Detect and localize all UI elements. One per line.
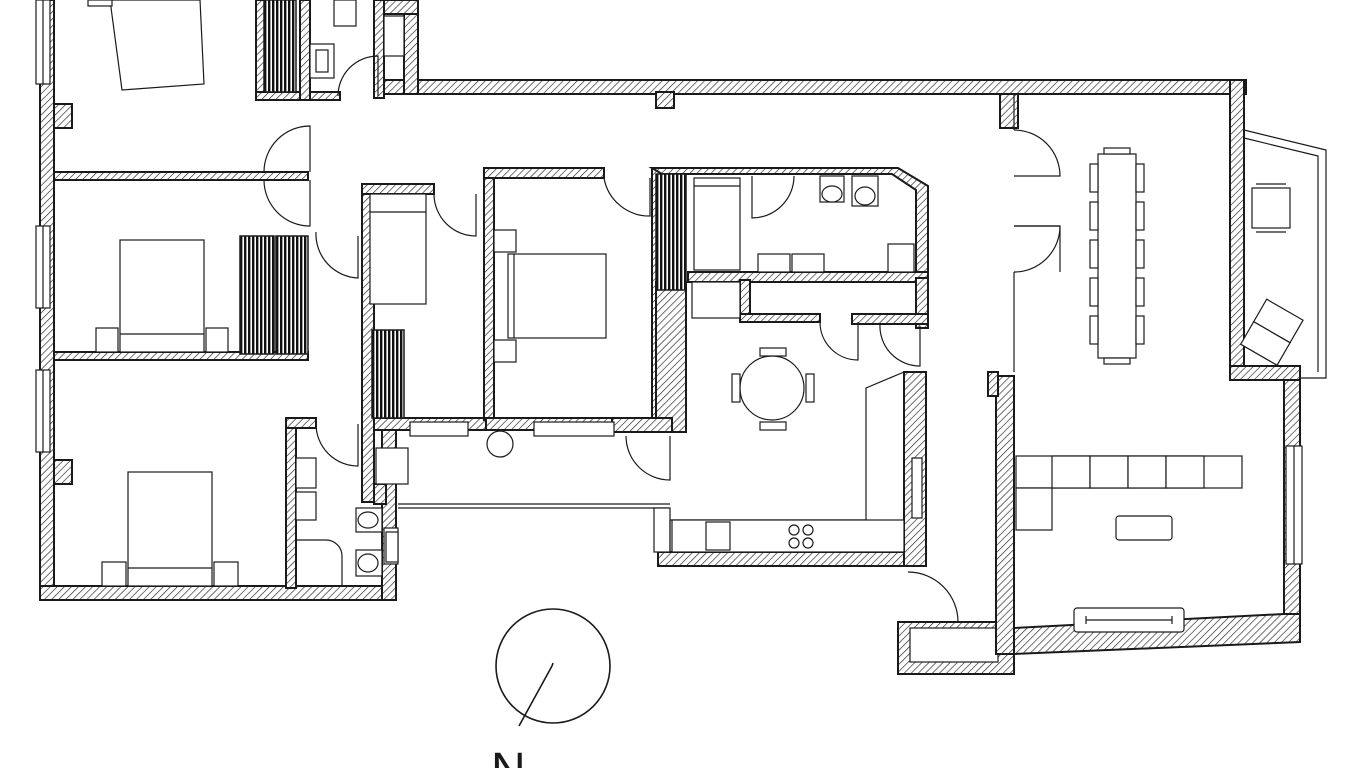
compass-needle	[518, 665, 553, 727]
hallway-fixtures	[375, 281, 741, 553]
closets	[239, 0, 687, 419]
bedroom-3-furniture	[101, 471, 239, 587]
balcony	[1239, 129, 1327, 379]
north-label: N	[491, 744, 526, 768]
north-compass: N	[491, 608, 611, 768]
bathroom-left	[295, 457, 399, 586]
bathroom-3	[693, 175, 915, 273]
kitchen	[669, 347, 905, 553]
bathroom-top	[309, 0, 405, 79]
bedroom-2-furniture	[95, 239, 229, 353]
dining-table	[1089, 147, 1145, 365]
compass-circle	[495, 608, 611, 724]
master-bedroom-furniture	[493, 229, 607, 363]
study-furniture	[369, 193, 427, 305]
bedroom-1-furniture	[87, 0, 205, 91]
doors	[263, 55, 1061, 623]
living-sofa	[1015, 455, 1243, 633]
